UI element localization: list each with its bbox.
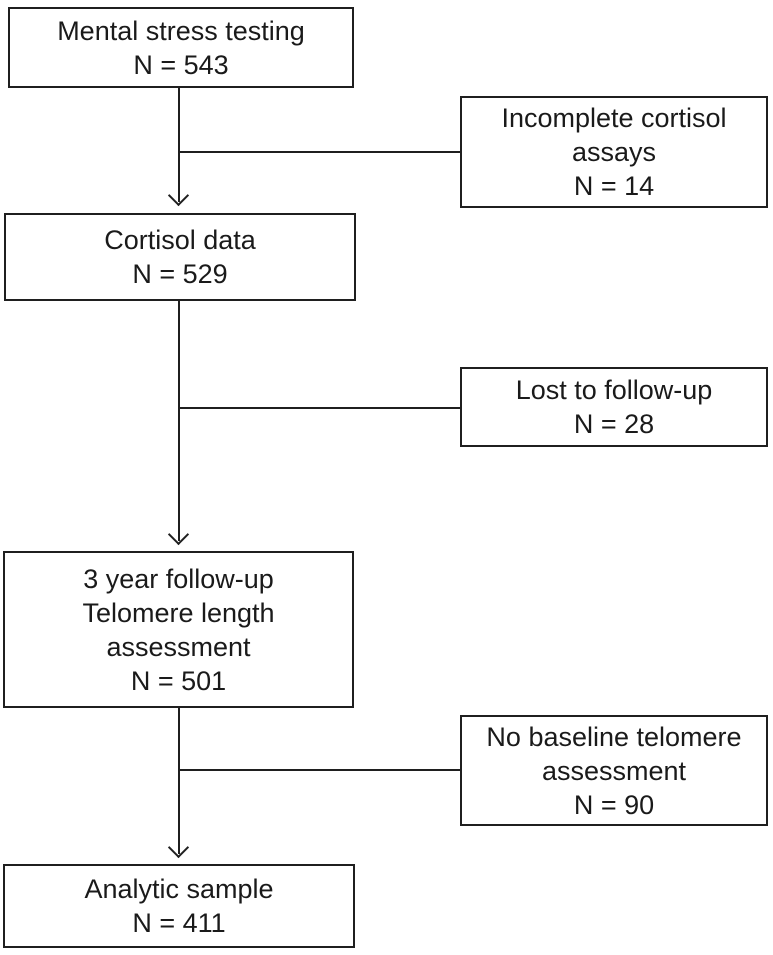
connector-branch-line bbox=[179, 407, 460, 409]
flow-box-no-baseline-telomere-assessment: No baseline telomere assessment N = 90 bbox=[460, 715, 768, 826]
box-text-line: N = 543 bbox=[133, 49, 229, 80]
flow-box-mental-stress-testing: Mental stress testing N = 543 bbox=[8, 7, 354, 88]
connector-vertical-line bbox=[178, 88, 180, 202]
flow-box-analytic-sample: Analytic sample N = 411 bbox=[3, 864, 355, 948]
box-text-line: assessment bbox=[541, 755, 687, 786]
flow-box-telomere-length-assessment: 3 year follow-up Telomere length assessm… bbox=[3, 551, 354, 708]
box-text-line: N = 529 bbox=[132, 259, 228, 289]
connector-vertical-line bbox=[178, 708, 180, 854]
box-text-line: Analytic sample bbox=[84, 874, 274, 904]
arrowhead-down-icon bbox=[167, 836, 190, 859]
box-text-line: No baseline telomere bbox=[486, 721, 742, 752]
box-text-line: N = 28 bbox=[573, 409, 655, 439]
box-text-line: Lost to follow-up bbox=[515, 375, 713, 405]
arrowhead-down-icon bbox=[167, 184, 190, 207]
connector-branch-line bbox=[179, 151, 460, 153]
connector-vertical-line bbox=[178, 301, 180, 541]
box-text-line: N = 501 bbox=[130, 665, 227, 696]
box-text-line: Cortisol data bbox=[104, 225, 256, 255]
box-text-line: Mental stress testing bbox=[57, 15, 305, 46]
flow-box-lost-to-follow-up: Lost to follow-up N = 28 bbox=[460, 367, 768, 447]
box-text-line: N = 411 bbox=[132, 908, 226, 938]
box-text-line: N = 90 bbox=[573, 789, 655, 820]
connector-branch-line bbox=[179, 769, 460, 771]
box-text-line: assessment bbox=[106, 631, 251, 662]
arrowhead-down-icon bbox=[167, 523, 190, 546]
flow-box-incomplete-cortisol-assays: Incomplete cortisol assays N = 14 bbox=[460, 96, 768, 208]
box-text-line: assays bbox=[571, 137, 657, 167]
box-text-line: Telomere length bbox=[82, 597, 275, 628]
box-text-line: Incomplete cortisol bbox=[501, 103, 727, 133]
flow-box-cortisol-data: Cortisol data N = 529 bbox=[4, 213, 356, 301]
box-text-line: 3 year follow-up bbox=[83, 563, 274, 594]
box-text-line: N = 14 bbox=[573, 171, 655, 201]
